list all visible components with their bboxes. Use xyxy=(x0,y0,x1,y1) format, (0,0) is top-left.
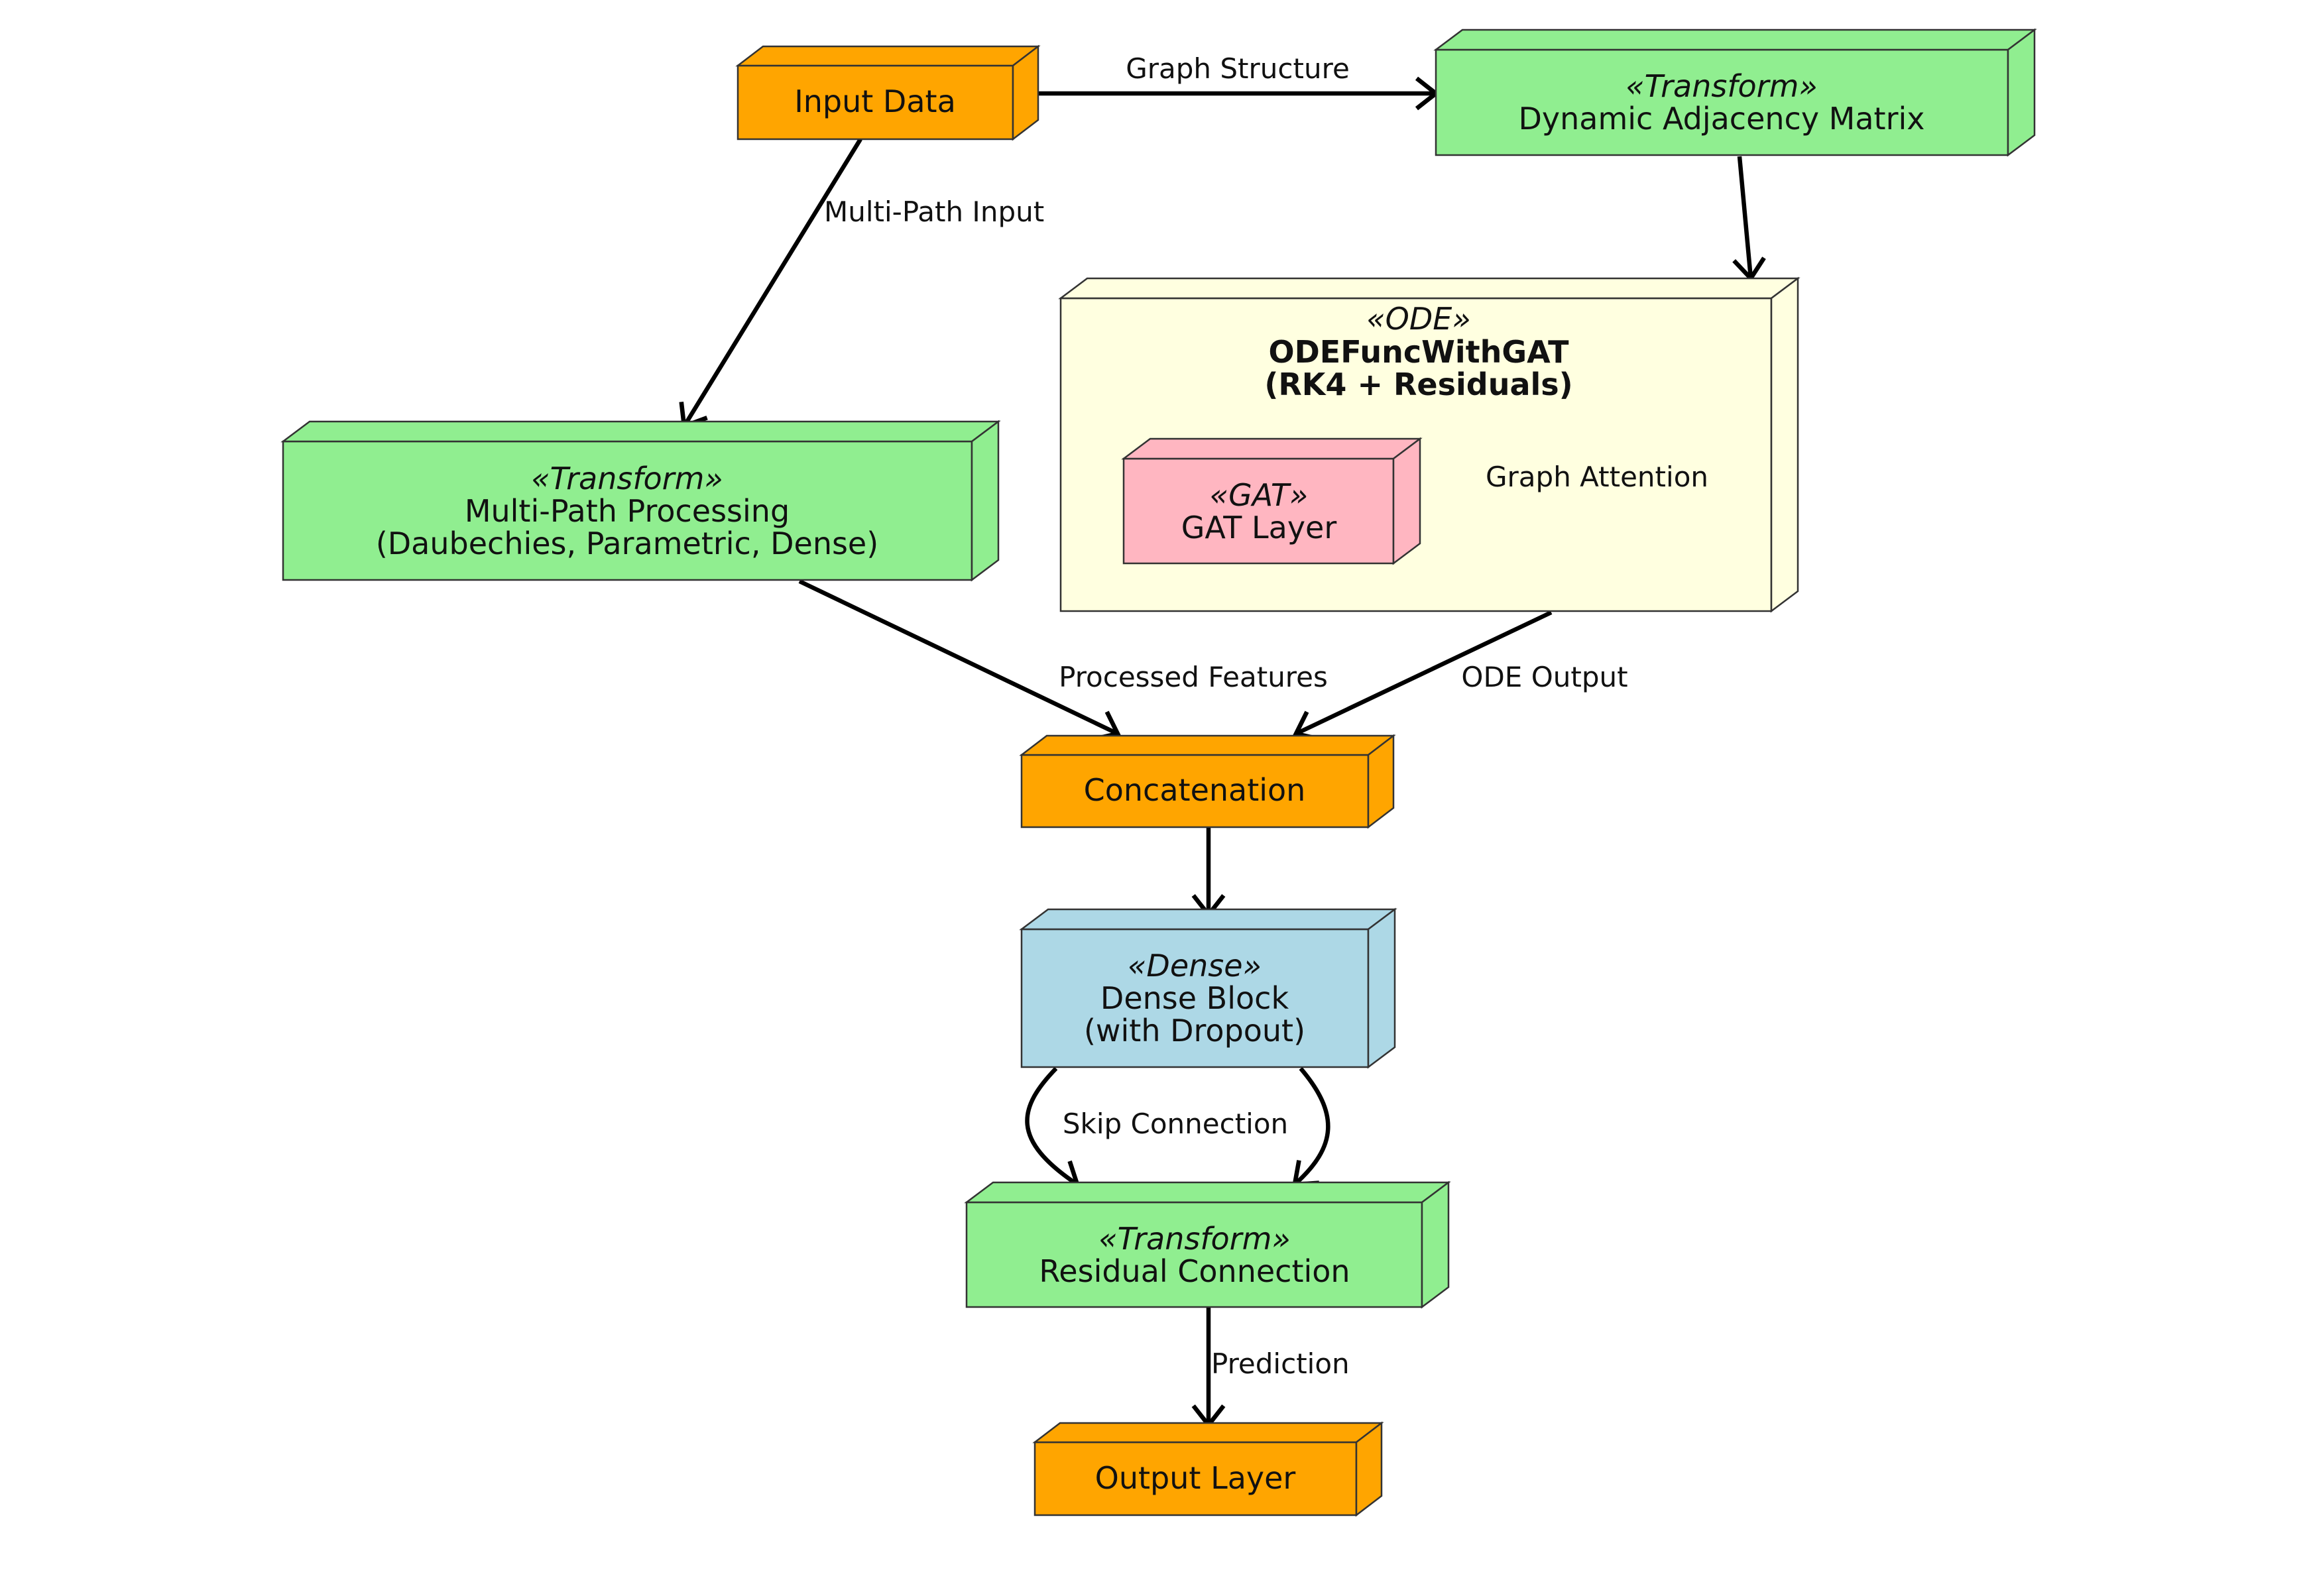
node-output-layer-side xyxy=(1355,1421,1383,1517)
node-ode-func-stereotype: «ODE» xyxy=(1366,301,1470,337)
node-concatenation-label: Concatenation xyxy=(1084,772,1306,808)
node-multi-path-front xyxy=(282,440,973,581)
edge-label-graph-attention: Graph Attention xyxy=(1486,461,1708,493)
node-input-data-label: Input Data xyxy=(794,84,956,119)
node-output-layer-label: Output Layer xyxy=(1095,1460,1296,1496)
node-gat-layer[interactable]: «GAT» GAT Layer xyxy=(1121,437,1423,565)
node-dense-block[interactable]: «Dense» Dense Block (with Dropout) xyxy=(1019,907,1397,1069)
edge-ode-output xyxy=(1293,610,1553,742)
node-dynamic-adjacency-top xyxy=(1433,28,2037,51)
edge-label-ode-output: ODE Output xyxy=(1461,661,1627,693)
edge-labels: Graph Structure Multi-Path Input Graph A… xyxy=(824,52,1708,1380)
node-ode-func-label-2: (RK4 + Residuals) xyxy=(1264,367,1572,402)
edge-label-graph-structure: Graph Structure xyxy=(1126,52,1350,85)
node-output-layer[interactable]: Output Layer xyxy=(1032,1421,1384,1517)
node-gat-layer-label: GAT Layer xyxy=(1181,510,1337,545)
node-dynamic-adjacency-front xyxy=(1435,48,2009,156)
edge-label-processed-features: Processed Features xyxy=(1059,661,1328,693)
node-multi-path-side xyxy=(971,420,1000,582)
node-concatenation-front xyxy=(1020,754,1370,828)
node-gat-layer-stereotype: «GAT» xyxy=(1210,477,1309,513)
node-multi-path-stereotype: «Transform» xyxy=(531,461,723,496)
node-ode-func-label-1: ODEFuncWithGAT xyxy=(1268,334,1569,370)
edge-multi-path-input xyxy=(679,138,862,429)
node-concatenation-side xyxy=(1367,734,1395,829)
node-gat-layer-side xyxy=(1392,437,1421,565)
node-residual-front xyxy=(965,1201,1423,1308)
edge-processed-features xyxy=(798,579,1121,742)
node-ode-func-side xyxy=(1770,276,1799,613)
node-multi-path[interactable]: «Transform» Multi-Path Processing (Daube… xyxy=(280,420,1001,582)
edge-skip-connection-right xyxy=(1291,1066,1330,1187)
edge-label-skip-connection: Skip Connection xyxy=(1063,1108,1288,1140)
node-dense-block-stereotype: «Dense» xyxy=(1128,948,1262,984)
node-dense-block-front xyxy=(1020,928,1370,1068)
node-ode-func-top xyxy=(1058,277,1801,300)
node-input-data[interactable]: Input Data xyxy=(735,44,1041,141)
edge-adjacency-to-ode xyxy=(1732,156,1766,282)
node-dense-block-side xyxy=(1367,907,1396,1069)
node-residual-label: Residual Connection xyxy=(1039,1253,1350,1289)
node-multi-path-label-1: Multi-Path Processing xyxy=(465,493,790,529)
node-input-data-side xyxy=(1012,44,1039,141)
node-dense-block-label-1: Dense Block xyxy=(1100,980,1289,1016)
node-dynamic-adjacency-label: Dynamic Adjacency Matrix xyxy=(1518,101,1924,137)
node-dynamic-adjacency[interactable]: «Transform» Dynamic Adjacency Matrix xyxy=(1433,28,2037,157)
node-concatenation-top xyxy=(1019,734,1396,756)
node-gat-layer-front xyxy=(1122,457,1395,565)
node-concatenation[interactable]: Concatenation xyxy=(1019,734,1396,829)
node-dense-block-top xyxy=(1019,908,1397,931)
node-multi-path-top xyxy=(280,420,1001,443)
edge-label-prediction: Prediction xyxy=(1211,1347,1350,1380)
node-residual-top xyxy=(964,1181,1451,1204)
node-input-data-top xyxy=(735,45,1041,67)
node-multi-path-label-2: (Daubechies, Parametric, Dense) xyxy=(376,526,878,561)
node-dynamic-adjacency-stereotype: «Transform» xyxy=(1625,68,1818,104)
node-residual[interactable]: «Transform» Residual Connection xyxy=(964,1180,1451,1309)
edge-label-multi-path-input: Multi-Path Input xyxy=(824,196,1044,228)
node-output-layer-top xyxy=(1032,1422,1384,1444)
node-gat-layer-top xyxy=(1121,437,1423,460)
edge-skip-connection-left xyxy=(1025,1066,1081,1189)
node-residual-side xyxy=(1421,1180,1450,1309)
node-dense-block-label-2: (with Dropout) xyxy=(1084,1013,1305,1049)
node-residual-stereotype: «Transform» xyxy=(1098,1221,1291,1257)
node-dynamic-adjacency-side xyxy=(2007,28,2036,157)
